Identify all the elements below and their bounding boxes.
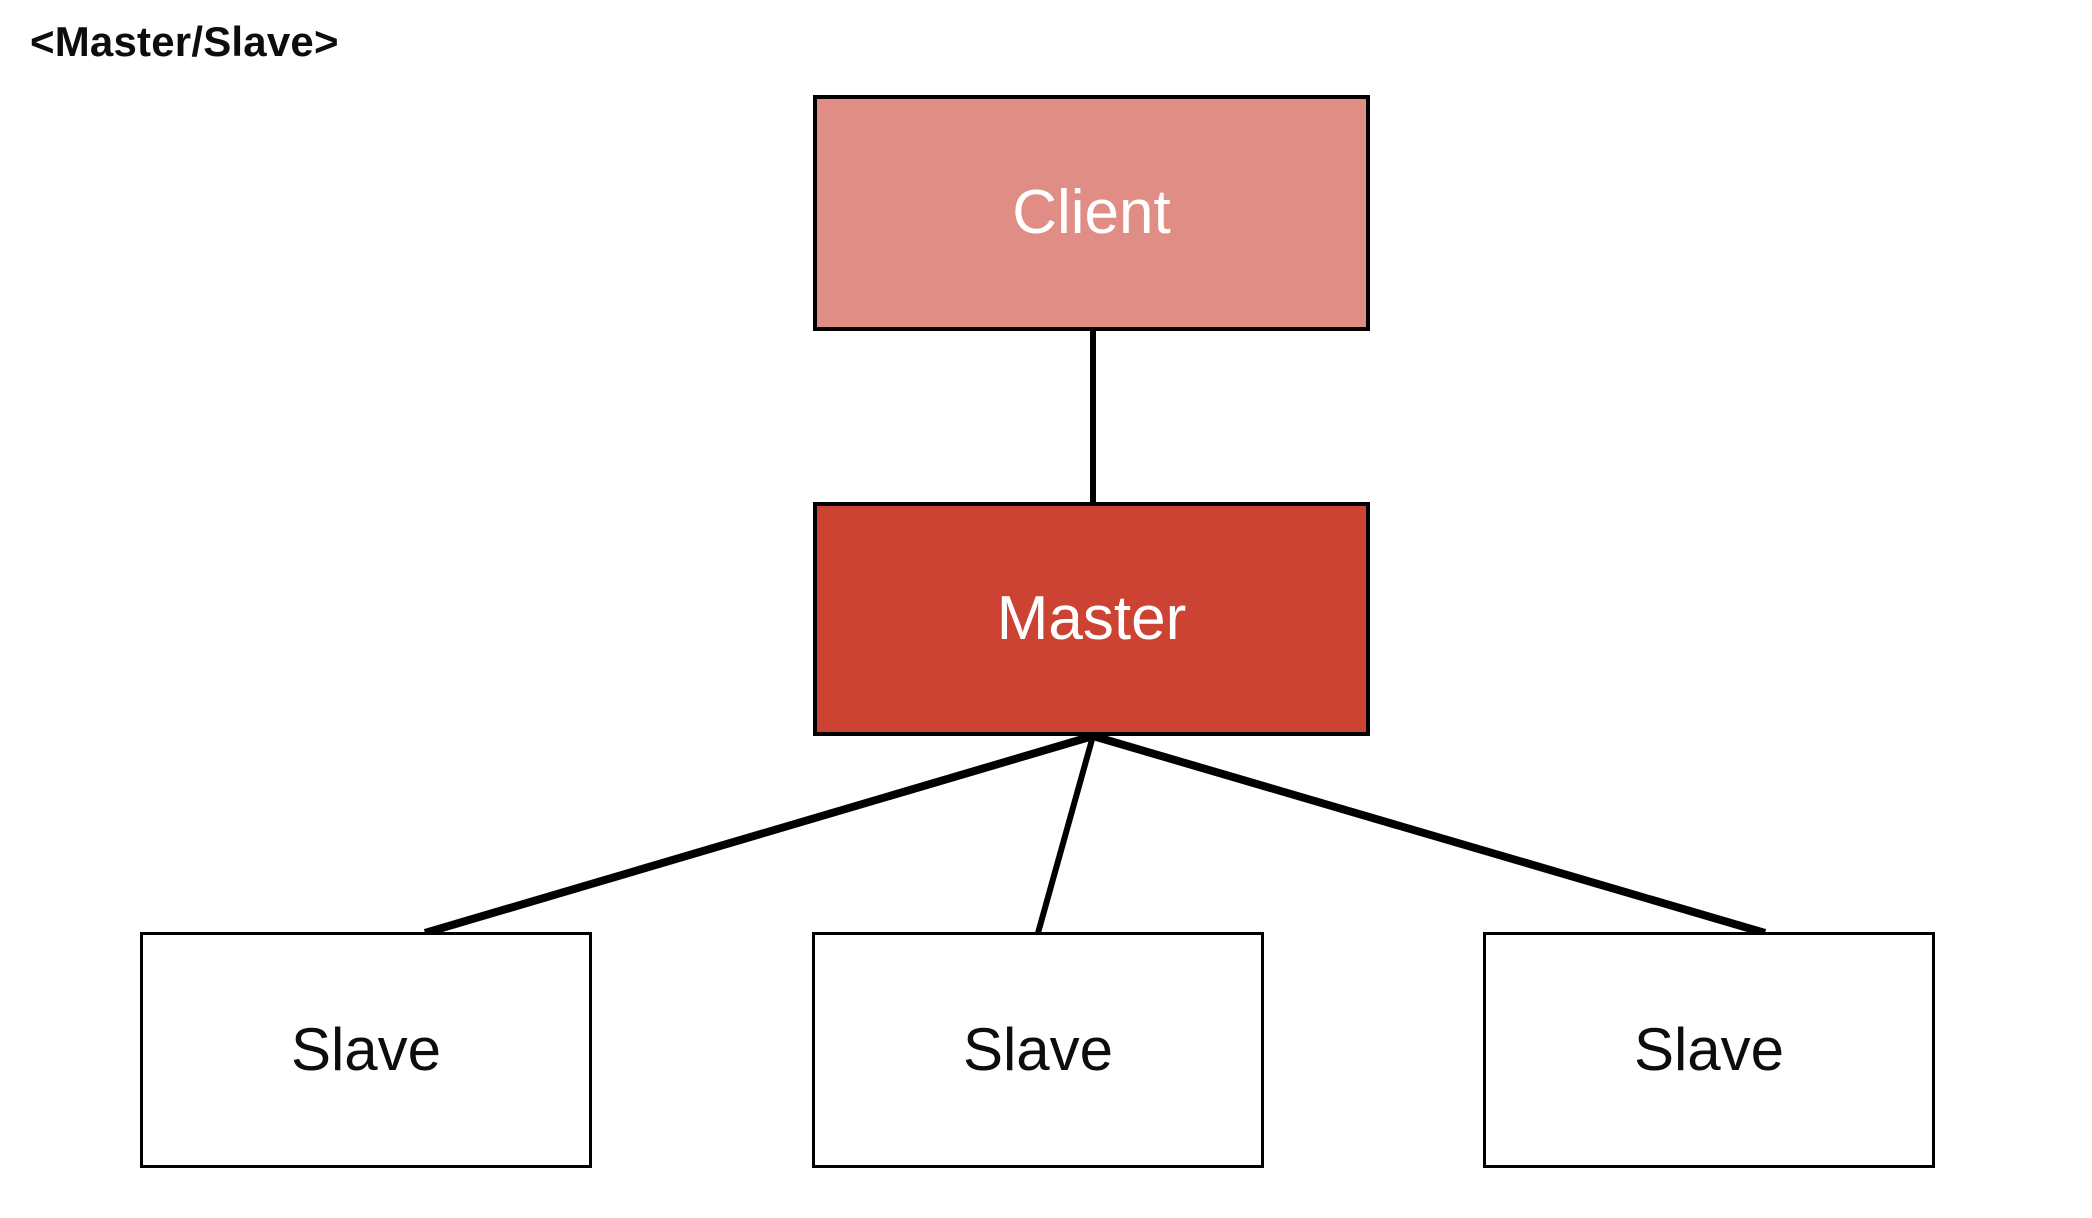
- node-client-label: Client: [1012, 178, 1171, 247]
- edge-master-to-slave-2: [1035, 735, 1096, 934]
- node-client[interactable]: Client: [813, 95, 1370, 331]
- node-slave-1[interactable]: Slave: [140, 932, 592, 1168]
- node-master[interactable]: Master: [813, 502, 1370, 736]
- diagram-title: <Master/Slave>: [30, 18, 339, 65]
- node-slave-3-label: Slave: [1633, 1016, 1785, 1083]
- node-slave-1-label: Slave: [290, 1016, 442, 1083]
- edge-master-to-slave-3: [1091, 732, 1767, 937]
- edge-master-to-slave-1: [423, 732, 1095, 937]
- node-master-label: Master: [996, 584, 1187, 653]
- node-slave-3[interactable]: Slave: [1483, 932, 1935, 1168]
- node-slave-2[interactable]: Slave: [812, 932, 1264, 1168]
- node-slave-2-label: Slave: [962, 1016, 1114, 1083]
